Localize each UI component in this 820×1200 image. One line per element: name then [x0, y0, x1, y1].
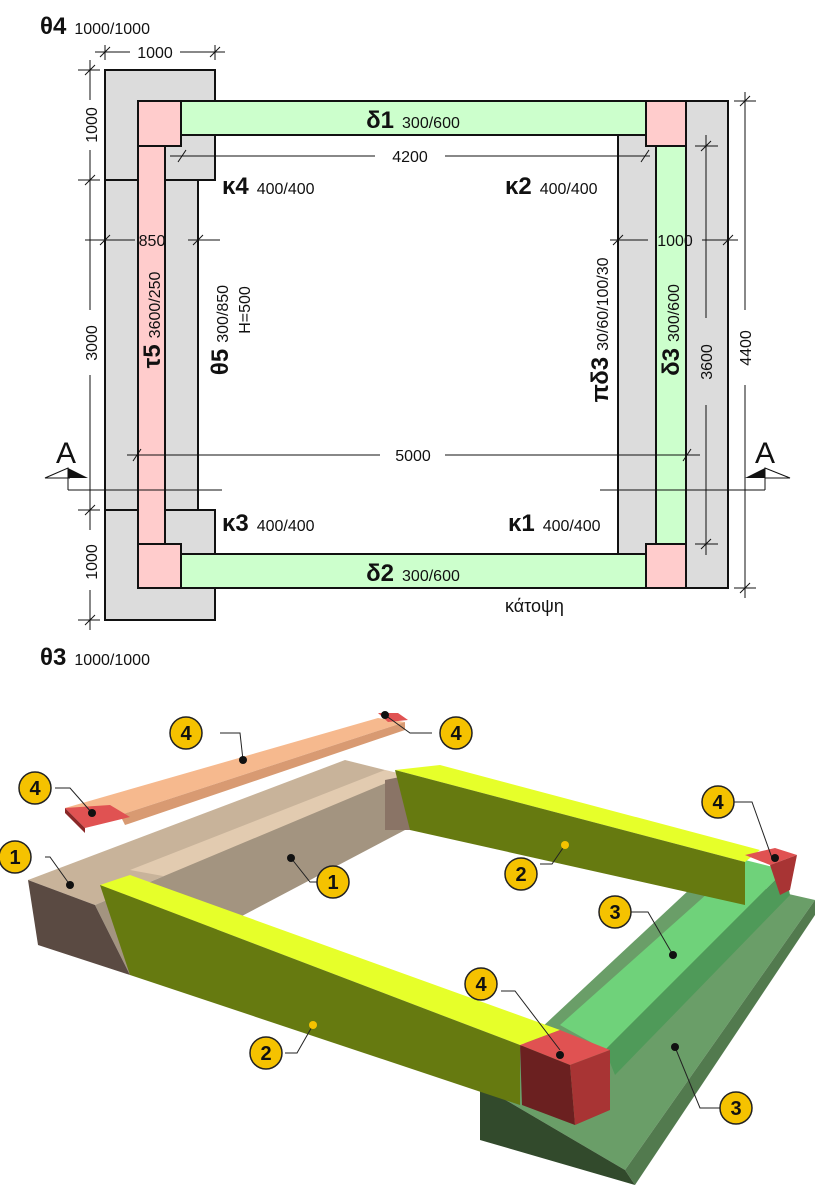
column-k2-size: 400/400 [540, 181, 598, 198]
footing-theta5-height: H=500 [237, 286, 254, 334]
beam-delta1-size: 300/600 [402, 115, 460, 132]
beam-pi-delta3-size: 30/60/100/30 [595, 257, 612, 351]
svg-text:4: 4 [475, 974, 487, 996]
callout-badge: 4 [464, 967, 498, 1001]
callout-badge: 3 [719, 1091, 753, 1125]
dim-footing-width: 850 [139, 233, 166, 250]
svg-text:4: 4 [450, 723, 462, 745]
footing-right-inner [617, 133, 657, 555]
column-k4 [137, 100, 182, 147]
iso-beam-delta1-top [395, 765, 760, 862]
callout-badge: 4 [18, 771, 52, 805]
footing-theta5-id: θ5 [207, 349, 234, 375]
footing-theta3-id: θ3 [40, 644, 66, 671]
svg-text:3: 3 [609, 902, 620, 924]
dimension-lines [45, 45, 790, 630]
dim-outer-span: 5000 [395, 448, 431, 465]
dim-right-inner: 3600 [699, 344, 716, 380]
callout-badge: 4 [169, 716, 203, 750]
dim-left-bottom: 1000 [84, 544, 101, 580]
iso-beam-delta2-top [100, 875, 560, 1045]
svg-text:2: 2 [260, 1043, 271, 1065]
svg-text:4: 4 [180, 723, 192, 745]
column-k2-id: κ2 [505, 173, 532, 200]
column-k2 [645, 100, 687, 147]
callout-badge: 2 [504, 857, 538, 891]
beam-delta3 [655, 145, 687, 545]
isometric-view [28, 713, 815, 1185]
beam-delta1 [180, 100, 647, 136]
column-k4-id: κ4 [222, 173, 249, 200]
beam-delta3-id: δ3 [658, 348, 685, 376]
callout-badges: 4 4 4 1 1 2 4 3 4 2 3 [0, 716, 753, 1125]
column-k1-id: κ1 [508, 510, 535, 537]
footing-theta3-size: 1000/1000 [74, 652, 150, 669]
dim-left-top: 1000 [84, 107, 101, 143]
section-mark-left: A [56, 437, 76, 470]
dim-inner-span: 4200 [392, 149, 428, 166]
footing-theta5-size: 300/850 [215, 285, 232, 343]
column-k3 [137, 543, 182, 589]
beam-delta3-size: 300/600 [666, 284, 683, 342]
section-mark-right: A [755, 437, 775, 470]
callout-badge: 4 [701, 785, 735, 819]
callout-badge: 4 [439, 716, 473, 750]
callout-dots [66, 711, 779, 1059]
column-k3-size: 400/400 [257, 518, 315, 535]
svg-text:1: 1 [327, 872, 338, 894]
tie-tau5-size: 3600/250 [147, 272, 164, 339]
column-k1-size: 400/400 [543, 518, 601, 535]
beam-delta2-id: δ2 [366, 560, 394, 587]
beam-delta1-id: δ1 [366, 107, 394, 134]
beam-delta2-size: 300/600 [402, 568, 460, 585]
beam-pi-delta3-id: πδ3 [587, 357, 614, 403]
column-k1 [645, 543, 687, 589]
plan-view: θ4 1000/1000 θ3 1000/1000 1000 1000 3000 1… [40, 13, 791, 671]
svg-text:1: 1 [9, 847, 20, 869]
callout-badge: 1 [0, 840, 32, 874]
tie-tau5-id: τ5 [139, 344, 166, 368]
svg-text:2: 2 [515, 864, 526, 886]
svg-text:δ3300/600: δ3 300/600 [658, 284, 685, 376]
footing-right-outer [685, 100, 729, 589]
dim-left-mid: 3000 [84, 325, 101, 361]
svg-text:4: 4 [29, 778, 41, 800]
callout-badge: 1 [316, 865, 350, 899]
column-k4-size: 400/400 [257, 181, 315, 198]
iso-tie-beam [65, 718, 405, 815]
svg-text:τ53600/250: τ5 3600/250 [139, 272, 166, 369]
footing-theta4-size: 1000/1000 [74, 21, 150, 38]
dim-top-width: 1000 [137, 45, 173, 62]
svg-text:4: 4 [712, 792, 724, 814]
column-k3-id: κ3 [222, 510, 249, 537]
plan-title: κάτοψη [505, 596, 564, 616]
dim-right-width: 1000 [657, 233, 693, 250]
svg-text:πδ330/60/100/30: πδ3 30/60/100/30 [587, 257, 614, 402]
dim-right-total: 4400 [738, 330, 755, 366]
callout-badge: 3 [598, 895, 632, 929]
iso-column-front [520, 1030, 610, 1065]
svg-text:3: 3 [730, 1098, 741, 1120]
footing-theta4-id: θ4 [40, 13, 67, 40]
callouts [45, 714, 773, 1109]
callout-badge: 2 [249, 1036, 283, 1070]
iso-footing-left-top [28, 760, 405, 905]
svg-text:θ5300/850: θ5 300/850 [207, 285, 234, 375]
